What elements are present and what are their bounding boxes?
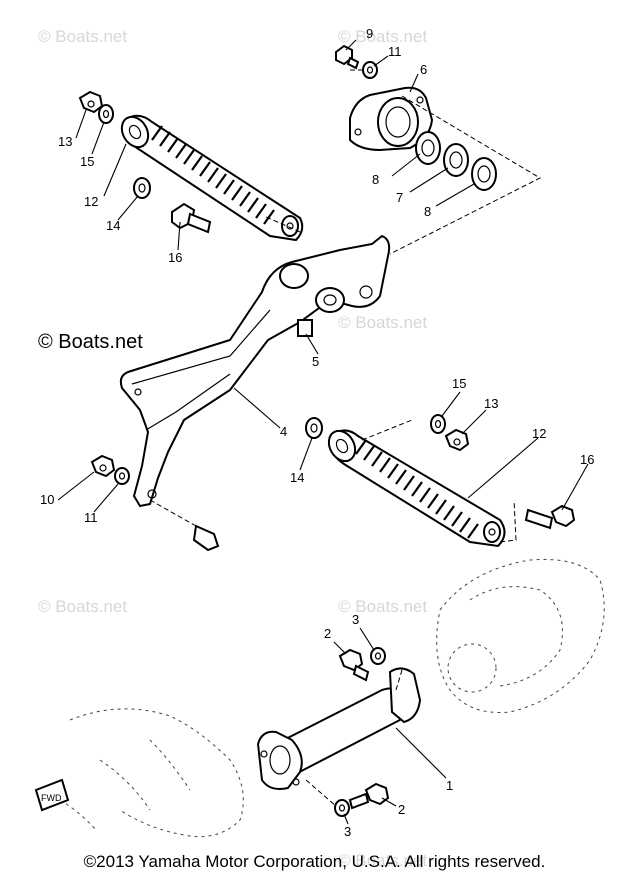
callout-label: 6 xyxy=(420,62,427,77)
spacer-7 xyxy=(443,143,469,177)
shock-absorber-lower xyxy=(327,429,506,548)
callout-label: 14 xyxy=(106,218,120,233)
assembly-line xyxy=(389,95,542,255)
callout-label: 9 xyxy=(366,26,373,41)
bolt-2-lower xyxy=(348,782,390,810)
callout-label: 7 xyxy=(396,190,403,205)
engine-outline xyxy=(59,708,244,838)
tube-1 xyxy=(256,667,422,790)
nut-13-upper xyxy=(78,90,104,114)
washer-15-lower xyxy=(430,414,446,434)
nut-13-lower xyxy=(444,428,470,452)
callout-label: 15 xyxy=(452,376,466,391)
shock-absorber-upper xyxy=(120,114,304,242)
callout-label: 11 xyxy=(388,44,402,59)
assembly-line xyxy=(395,669,403,691)
assembly-line xyxy=(499,499,517,543)
watermark: © Boats.net xyxy=(38,27,127,46)
callout-label: 11 xyxy=(84,510,98,525)
bracket-6 xyxy=(349,86,434,152)
washer-11-lower xyxy=(114,467,130,485)
bolt-16-lower xyxy=(524,504,576,530)
washer-3-upper xyxy=(370,647,386,665)
svg-text:FWD: FWD xyxy=(41,793,62,803)
watermark: © Boats.net xyxy=(338,313,427,332)
callout-label: 13 xyxy=(58,134,72,149)
bolt-2-upper xyxy=(338,648,370,682)
callout-label: 13 xyxy=(484,396,498,411)
watermark: © Boats.net xyxy=(338,27,427,46)
bearing-8-left xyxy=(415,131,441,165)
washer-15-upper xyxy=(98,104,114,124)
watermark: © Boats.net xyxy=(338,851,427,870)
washer-14-upper xyxy=(133,177,151,199)
callout-label: 8 xyxy=(424,204,431,219)
callout-label: 4 xyxy=(280,424,287,439)
copyright-notice: ©2013 Yamaha Motor Corporation, U.S.A. A… xyxy=(83,852,546,871)
watermark: © Boats.net xyxy=(338,597,427,616)
rear-housing-outline xyxy=(436,558,605,714)
callout-label: 2 xyxy=(324,626,331,641)
callout-label: 1 xyxy=(446,778,453,793)
assembly-line xyxy=(305,779,337,807)
bearing-8-right xyxy=(471,157,497,191)
fwd-arrow-icon: FWD xyxy=(34,778,70,812)
callout-label: 10 xyxy=(40,492,54,507)
assembly-line xyxy=(361,419,413,441)
washer-3-lower xyxy=(334,799,350,817)
callout-label: 3 xyxy=(352,612,359,627)
callout-label: 15 xyxy=(80,154,94,169)
callout-label: 2 xyxy=(398,802,405,817)
callout-label: 12 xyxy=(532,426,546,441)
callout-label: 16 xyxy=(168,250,182,265)
watermark-main: © Boats.net xyxy=(38,331,143,353)
bolt-swing-arm xyxy=(149,499,220,552)
assembly-line xyxy=(263,215,301,233)
nut-10 xyxy=(90,454,116,478)
callout-label: 16 xyxy=(580,452,594,467)
bolt-16-upper xyxy=(171,202,212,234)
watermark: © Boats.net xyxy=(38,597,127,616)
callout-label: 8 xyxy=(372,172,379,187)
washer-11-upper xyxy=(362,61,378,79)
callout-label: 5 xyxy=(312,354,319,369)
callout-label: 12 xyxy=(84,194,98,209)
callout-label: 14 xyxy=(290,470,304,485)
callout-label: 3 xyxy=(344,824,351,839)
washer-14-lower xyxy=(305,417,323,439)
swing-arm-4 xyxy=(119,234,391,508)
bolt-9 xyxy=(335,44,360,70)
